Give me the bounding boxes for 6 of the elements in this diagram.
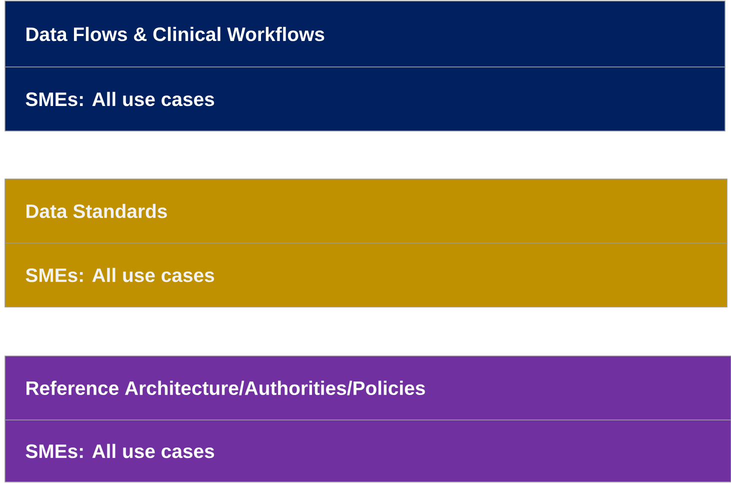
band-box: Data Flows & Clinical Workflows (4, 0, 726, 68)
band-box: SMEs: All use cases (4, 420, 731, 482)
band-box: SMEs: All use cases (4, 242, 728, 308)
band-box: Data Standards (4, 178, 728, 244)
band-box: Reference Architecture/Authorities/Policies (4, 356, 731, 420)
band-box: SMEs: All use cases (4, 66, 726, 132)
